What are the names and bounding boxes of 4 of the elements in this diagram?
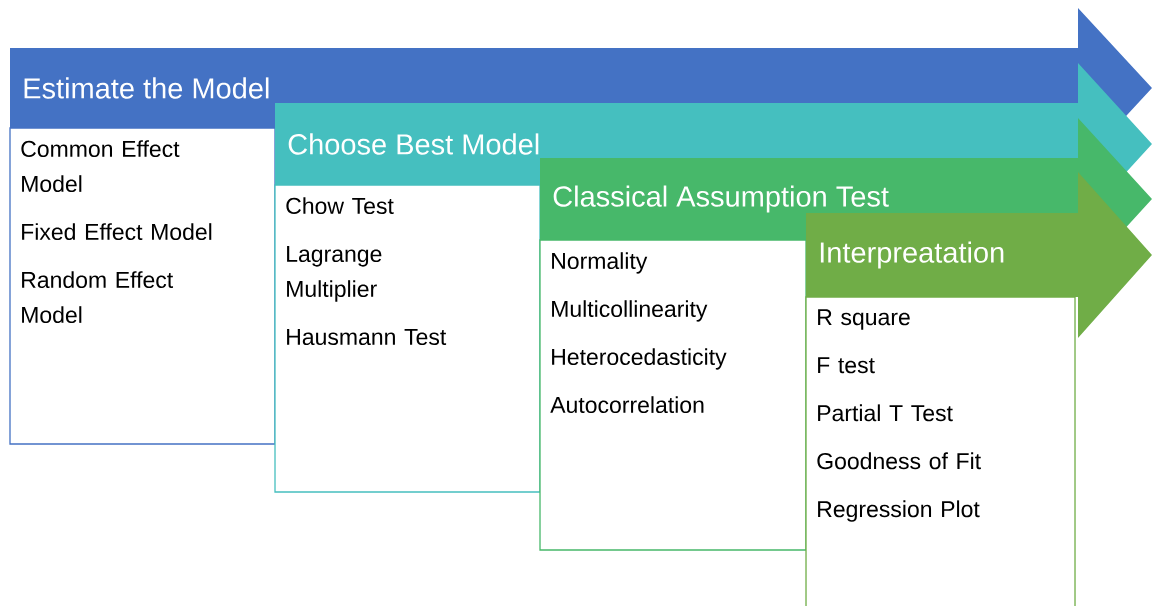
list-box: Normality Multicollinearity Heterocedasticity Autocorrelation	[539, 239, 807, 551]
list-box: R square F test Partial T Test Goodness of Fit Regression Plot	[805, 296, 1076, 606]
list-box: Common Effect Model Fixed Effect Model Random Effect Model	[9, 127, 276, 445]
list-box: Chow Test Lagrange Multiplier Hausmann Test	[274, 184, 541, 493]
